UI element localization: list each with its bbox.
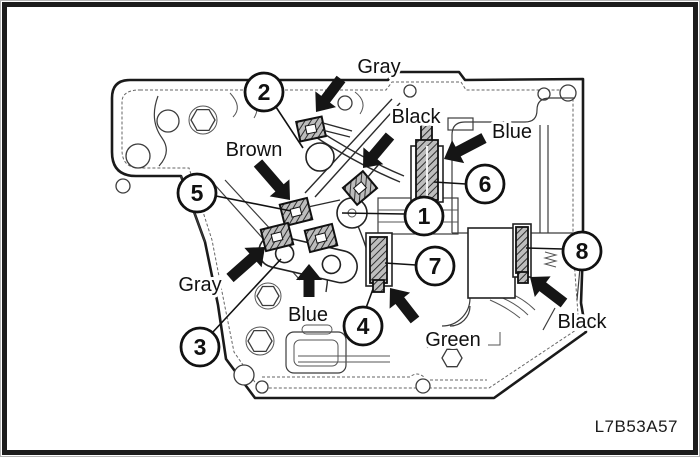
connector-1-black bbox=[341, 169, 379, 207]
color-label-black-top: Black bbox=[392, 106, 442, 128]
connector-4-blue bbox=[303, 222, 339, 254]
callout-circle-1: 1 bbox=[403, 195, 445, 237]
svg-text:8: 8 bbox=[576, 238, 589, 264]
svg-text:7: 7 bbox=[429, 253, 442, 279]
connector-2-gray bbox=[295, 115, 327, 143]
leader-callout-7 bbox=[384, 262, 417, 266]
spring-icon bbox=[543, 251, 558, 268]
color-label-gray-top: Gray bbox=[357, 56, 400, 78]
svg-text:4: 4 bbox=[357, 313, 370, 339]
color-label-blue-top: Blue bbox=[492, 121, 532, 143]
gasket-line bbox=[121, 81, 580, 389]
callout-circle-8: 8 bbox=[561, 230, 603, 272]
valve-body bbox=[110, 70, 588, 400]
annotation-layer: 2 5 1 6 3 4 7 8 Gray bbox=[175, 53, 678, 436]
solenoid-block bbox=[467, 227, 516, 299]
solenoid-7-green bbox=[365, 232, 393, 293]
figure-code: L7B53A57 bbox=[595, 417, 678, 436]
callout-circle-6: 6 bbox=[464, 163, 506, 205]
svg-text:2: 2 bbox=[258, 79, 271, 105]
arrow-to-blue-top-solenoid bbox=[444, 133, 487, 164]
color-label-gray-left: Gray bbox=[178, 274, 221, 296]
connector-5-brown bbox=[278, 196, 314, 228]
solenoid-8-black bbox=[512, 223, 532, 284]
leader-callout-6 bbox=[433, 181, 467, 185]
solenoid-6-blue bbox=[410, 123, 444, 203]
arrow-to-blue-bottom-connector bbox=[296, 264, 322, 297]
color-label-green: Green bbox=[425, 329, 481, 351]
color-label-brown: Brown bbox=[226, 139, 283, 161]
svg-text:6: 6 bbox=[479, 171, 492, 197]
callout-circle-7: 7 bbox=[414, 245, 456, 287]
arrow-to-black-bottom-solenoid bbox=[530, 276, 568, 308]
hex-bolt-icon bbox=[441, 348, 463, 368]
leader-callout-1 bbox=[341, 212, 406, 215]
leader-callout-3 bbox=[211, 258, 282, 334]
bottom-edge-details bbox=[233, 282, 487, 394]
hex-bolt-icon bbox=[190, 108, 216, 132]
svg-text:5: 5 bbox=[191, 180, 204, 206]
hex-bolt-icon bbox=[247, 329, 273, 353]
connector-3-gray bbox=[259, 221, 295, 253]
color-label-black-bottom: Black bbox=[558, 311, 608, 333]
arrow-to-brown-connector bbox=[253, 159, 290, 200]
callout-circle-3: 3 bbox=[179, 326, 221, 368]
leader-callout-4 bbox=[365, 288, 374, 309]
bottom-center-assembly bbox=[285, 324, 390, 374]
arrow-to-green-solenoid bbox=[389, 288, 420, 324]
leader-callout-5 bbox=[215, 195, 292, 212]
hex-bolt-icon bbox=[256, 285, 280, 307]
callout-circle-5: 5 bbox=[176, 172, 218, 214]
svg-text:1: 1 bbox=[418, 203, 431, 229]
top-edge-details bbox=[229, 84, 577, 119]
arrow-to-gray-left-connector bbox=[226, 247, 265, 283]
color-label-blue-bottom: Blue bbox=[288, 304, 328, 326]
callout-circle-4: 4 bbox=[342, 305, 384, 347]
leader-callout-2 bbox=[275, 106, 304, 149]
arrow-to-gray-top-connector bbox=[315, 75, 346, 112]
leader-callout-8 bbox=[525, 247, 564, 250]
svg-text:3: 3 bbox=[194, 334, 207, 360]
callout-circle-2: 2 bbox=[243, 71, 285, 113]
arrow-to-black-top-connector bbox=[363, 132, 395, 168]
